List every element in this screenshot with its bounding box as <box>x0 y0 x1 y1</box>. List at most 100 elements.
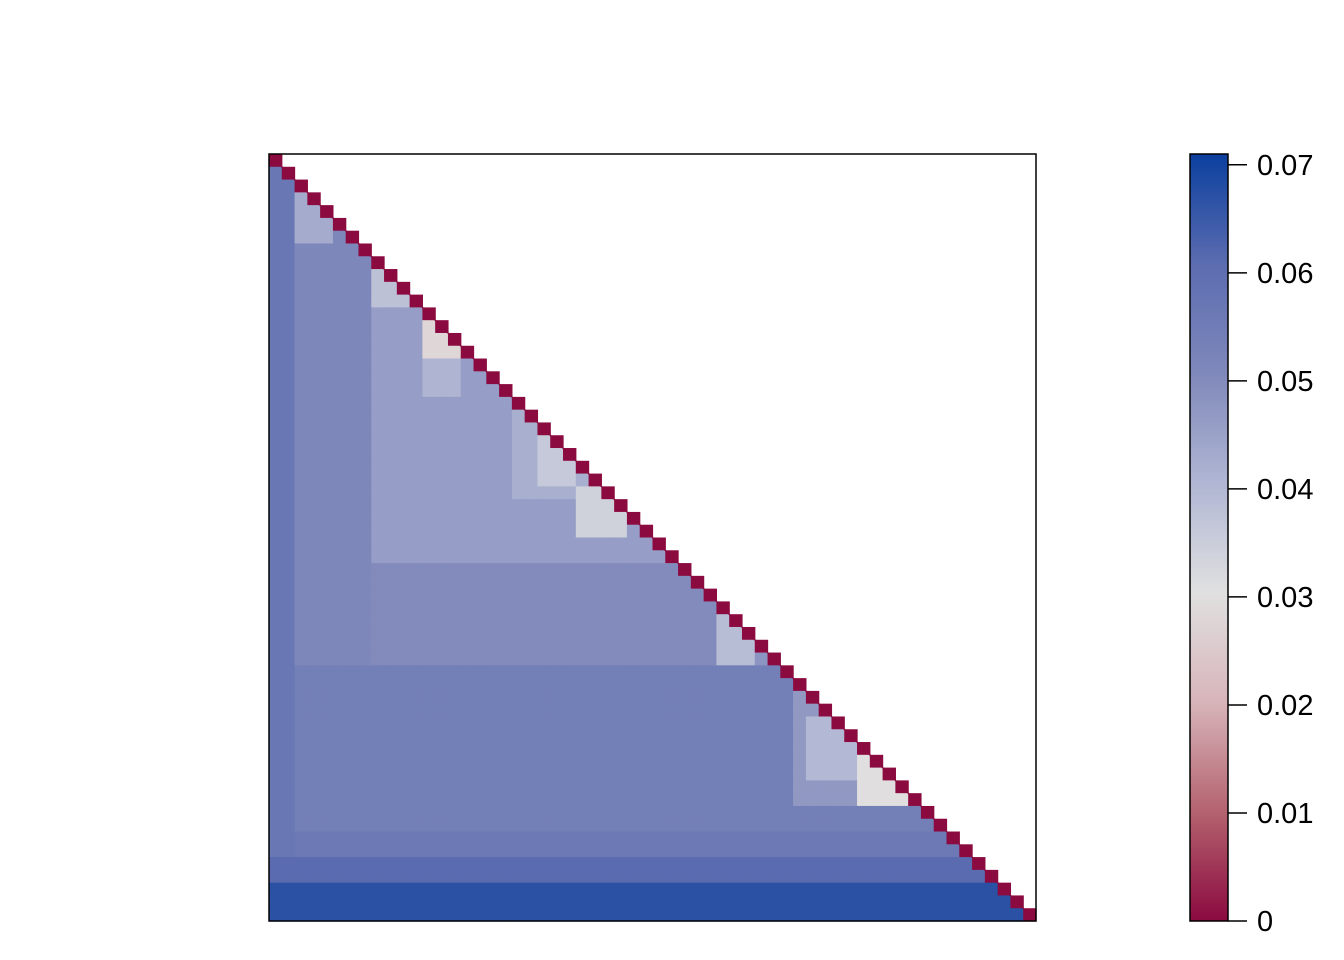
heatmap-cell <box>269 460 283 475</box>
heatmap-cell <box>332 908 347 922</box>
heatmap-cell <box>499 409 513 424</box>
heatmap-cell <box>447 409 462 424</box>
heatmap-cell <box>703 626 718 641</box>
heatmap-cell <box>972 882 986 897</box>
heatmap-cell <box>473 537 487 551</box>
heatmap-cell <box>294 716 308 730</box>
heatmap-cell <box>422 537 436 551</box>
heatmap-cell <box>384 729 398 743</box>
heatmap-cell <box>626 844 641 858</box>
heatmap-cell <box>422 575 436 590</box>
heatmap-cell <box>920 869 935 884</box>
heatmap-cell <box>384 703 398 718</box>
heatmap-cell <box>294 320 308 334</box>
heatmap-cell <box>780 678 794 692</box>
heatmap-cell <box>358 575 372 590</box>
heatmap-cell <box>435 831 449 845</box>
heatmap-cell <box>767 908 781 922</box>
heatmap-cell <box>844 908 858 922</box>
heatmap-cell <box>345 742 360 756</box>
heatmap-cell <box>460 511 475 526</box>
heatmap-cell <box>665 639 679 654</box>
heatmap-cell <box>473 435 487 449</box>
heatmap-cell <box>626 588 641 603</box>
heatmap-cell <box>486 550 500 564</box>
heatmap-cell <box>371 869 385 884</box>
heatmap-cell <box>384 626 398 641</box>
heatmap-cell <box>332 652 347 666</box>
heatmap-cell <box>818 780 833 794</box>
heatmap-cell <box>537 563 551 577</box>
heatmap-cell <box>550 895 564 909</box>
heatmap-cell <box>537 511 551 526</box>
heatmap-cell <box>473 729 487 743</box>
heatmap-cell <box>588 742 602 756</box>
heatmap-cell <box>690 908 705 922</box>
heatmap-cell <box>332 435 347 449</box>
heatmap-cell <box>473 652 487 666</box>
heatmap-cell <box>269 537 283 551</box>
heatmap-cell <box>460 895 475 909</box>
diagonal-line <box>268 153 1037 922</box>
heatmap-cell <box>486 729 500 743</box>
heatmap-cell <box>511 588 526 603</box>
heatmap-cell <box>857 831 871 845</box>
heatmap-cell <box>754 767 769 781</box>
heatmap-cell <box>320 243 334 257</box>
heatmap-cell <box>486 524 500 539</box>
heatmap-cell <box>499 716 513 730</box>
heatmap-cell <box>869 869 884 884</box>
heatmap-cell <box>511 524 526 539</box>
heatmap-cell <box>499 588 513 603</box>
heatmap-cell <box>332 269 347 283</box>
heatmap-cell <box>422 422 436 436</box>
heatmap-cell <box>716 793 730 807</box>
heatmap-cell <box>639 908 654 922</box>
heatmap-cell <box>269 767 283 781</box>
heatmap-cell <box>435 805 449 820</box>
heatmap-cell <box>396 857 411 871</box>
heatmap-cell <box>409 550 423 564</box>
heatmap-cell <box>307 205 321 219</box>
heatmap-cell <box>294 409 308 424</box>
heatmap-cell <box>409 601 423 615</box>
heatmap-cell <box>754 908 769 922</box>
heatmap-cell <box>332 780 347 794</box>
heatmap-cell <box>575 754 590 769</box>
heatmap-cell <box>422 805 436 820</box>
heatmap-cell <box>384 332 398 347</box>
heatmap-cell <box>588 818 602 833</box>
heatmap-cell <box>601 575 615 590</box>
heatmap-cell <box>626 537 641 551</box>
heatmap-cell <box>473 422 487 436</box>
heatmap-cell <box>384 844 398 858</box>
heatmap-cell <box>972 895 986 909</box>
heatmap-cell <box>601 601 615 615</box>
heatmap-cell <box>281 307 296 321</box>
heatmap-cell <box>294 511 308 526</box>
heatmap-cell <box>332 703 347 718</box>
heatmap-cell <box>371 639 385 654</box>
heatmap-cell <box>499 869 513 884</box>
heatmap-cell <box>307 384 321 398</box>
heatmap-cell <box>460 793 475 807</box>
heatmap-cell <box>575 690 590 705</box>
heatmap-cell <box>716 665 730 679</box>
colorbar-tick-label: 0.01 <box>1257 798 1313 830</box>
heatmap-cell <box>729 626 743 641</box>
heatmap-cell <box>869 805 884 820</box>
heatmap-cell <box>537 754 551 769</box>
heatmap-cell <box>882 844 896 858</box>
heatmap-cell <box>294 307 308 321</box>
heatmap-cell <box>384 524 398 539</box>
heatmap-cell <box>345 281 360 296</box>
heatmap-cell <box>639 703 654 718</box>
heatmap-cell <box>269 486 283 500</box>
heatmap-cell <box>665 563 679 577</box>
heatmap-cell <box>499 614 513 628</box>
heatmap-cell <box>537 499 551 513</box>
heatmap-cell <box>422 499 436 513</box>
heatmap-cell <box>550 716 564 730</box>
heatmap-cell <box>447 614 462 628</box>
heatmap-cell <box>422 371 436 385</box>
